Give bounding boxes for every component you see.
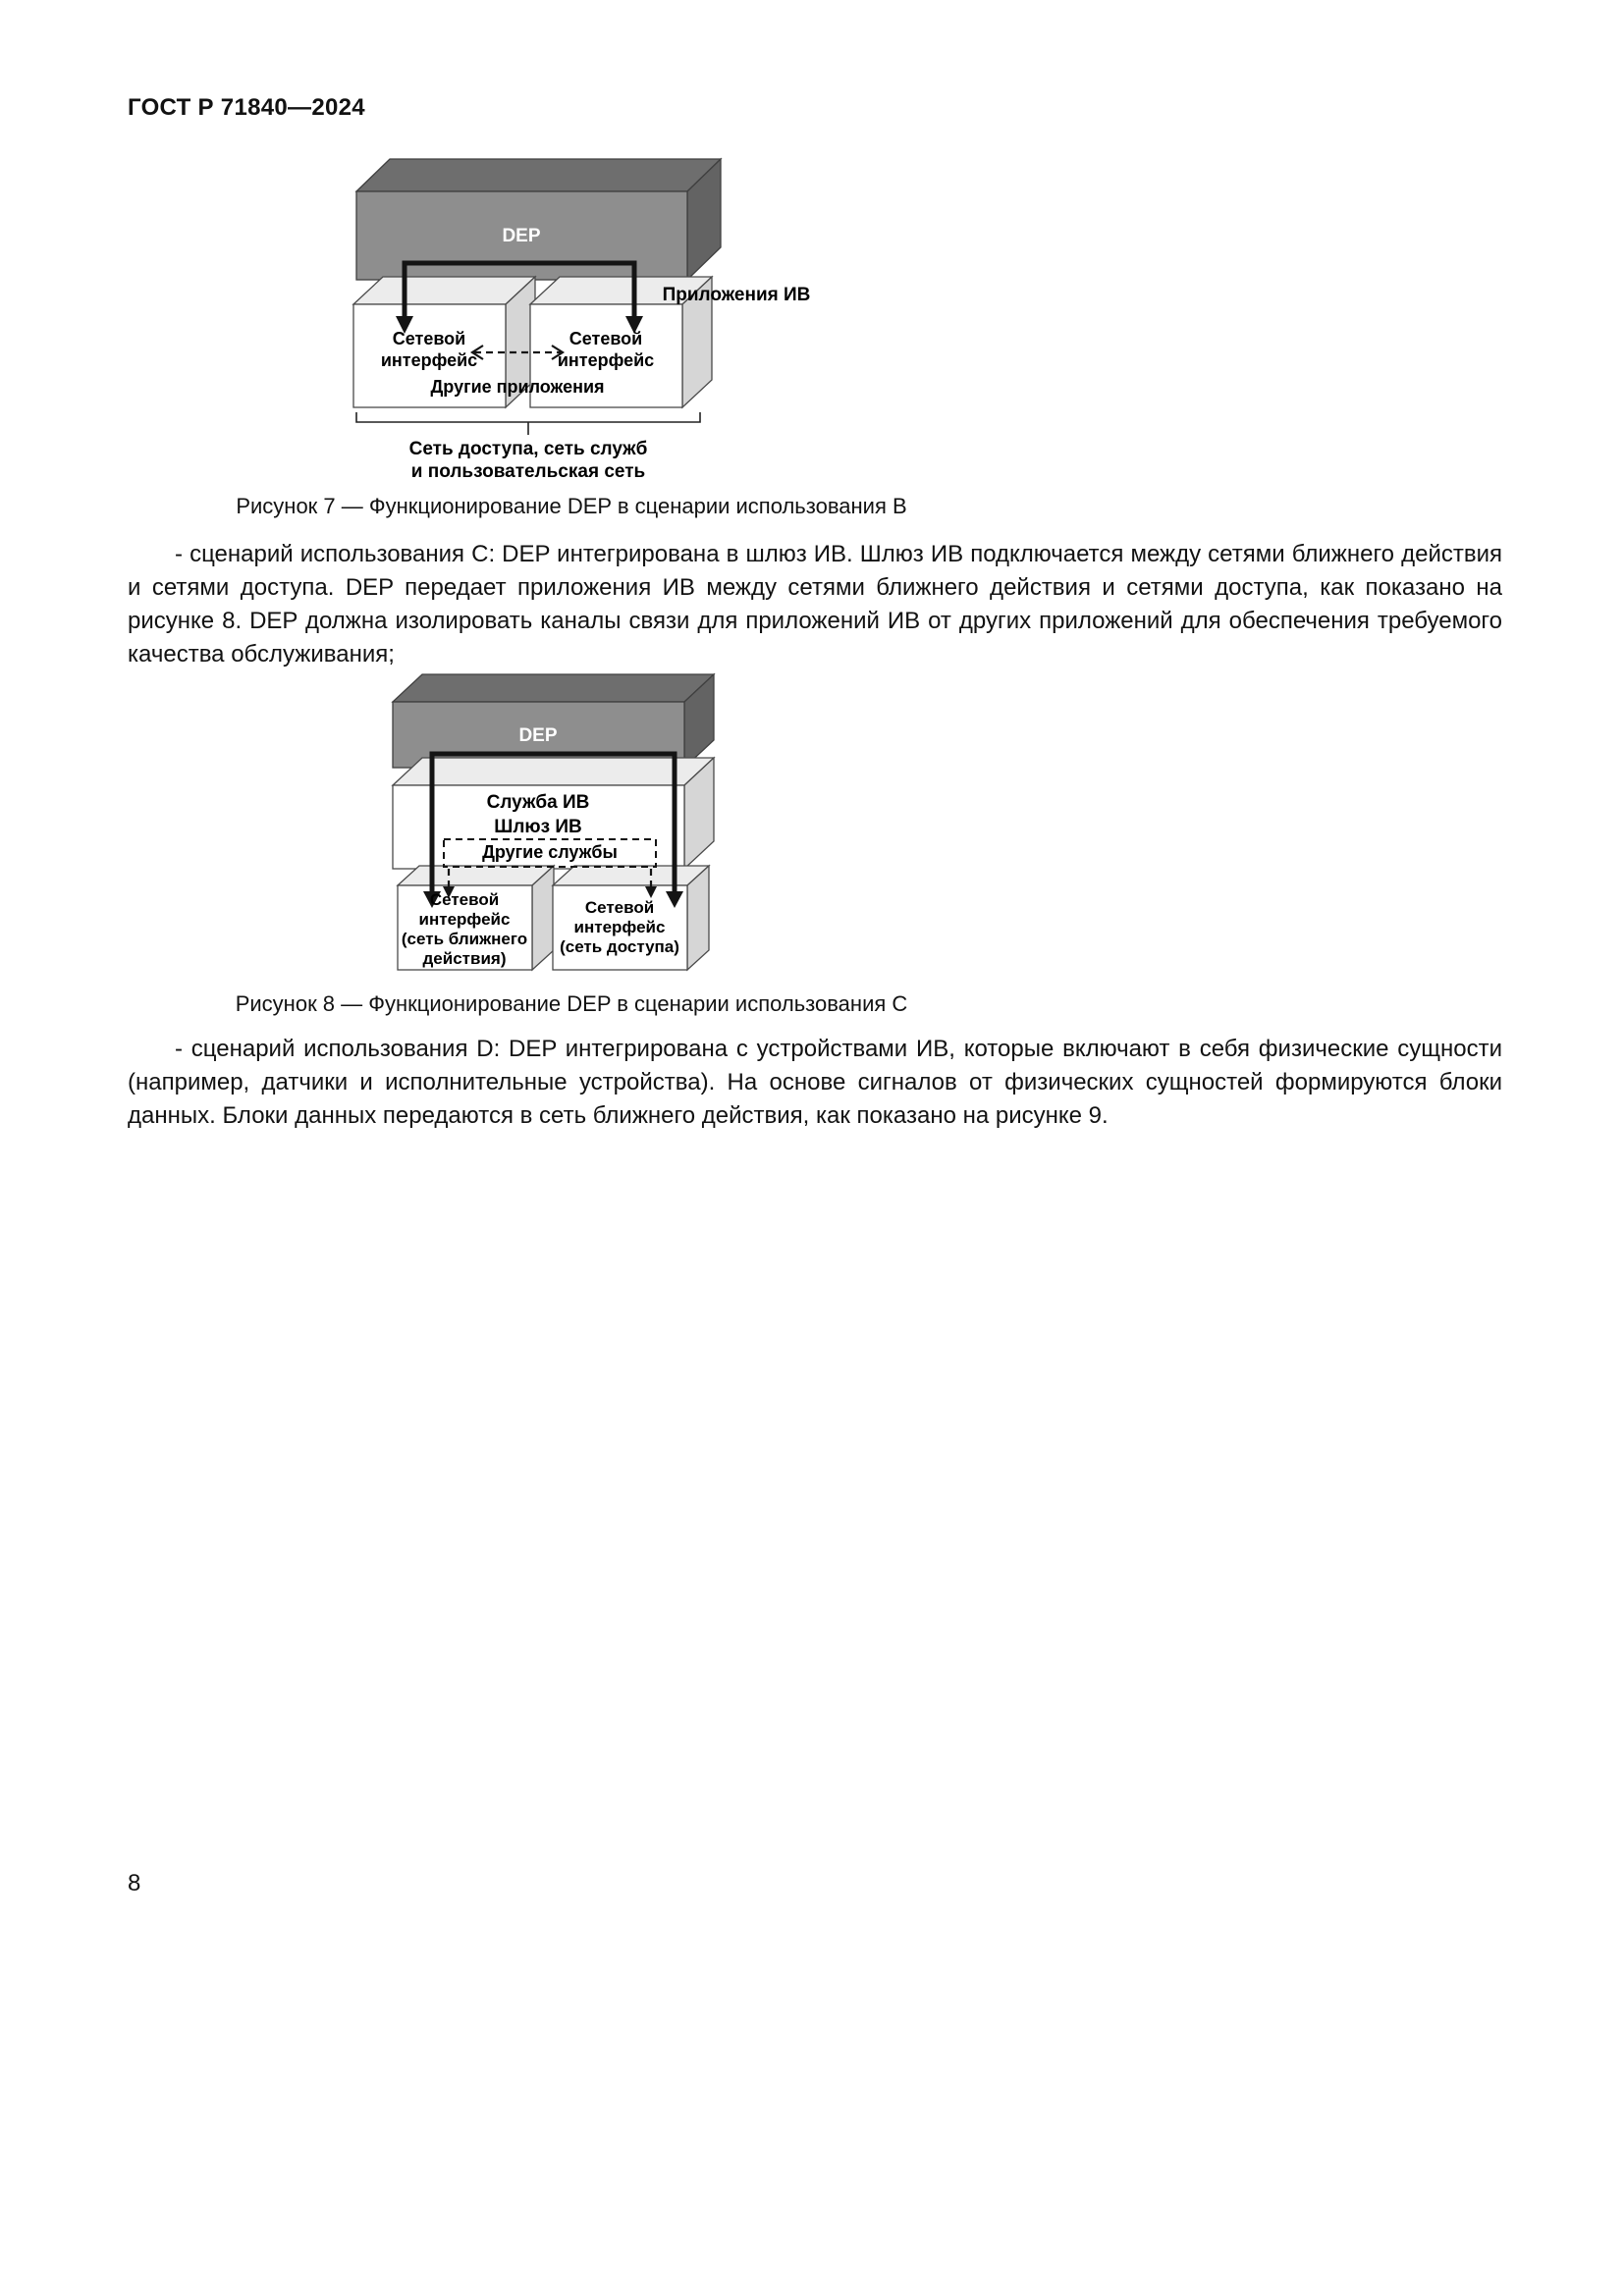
- fig8-right-interface-label-line2: интерфейс: [574, 918, 666, 936]
- fig8-network-interface-box-left: [396, 864, 556, 972]
- fig7-arrowhead-left: [396, 316, 413, 334]
- gost-standard-number: ГОСТ Р 71840—2024: [128, 94, 365, 121]
- fig7-chevron-left: [469, 345, 484, 360]
- figure-8-caption: Рисунок 8 — Функционирование DEP в сцена…: [235, 991, 908, 1016]
- fig7-network-interface-box-right: [528, 275, 714, 409]
- fig8-dashed-arrowhead-left: [443, 886, 455, 898]
- fig8-gateway-box: [391, 756, 716, 871]
- fig8-left-interface-label-line3: (сеть ближнего: [402, 930, 527, 948]
- fig8-dep-top-face: [391, 673, 716, 703]
- fig8-iot-gateway-label: Шлюз ИВ: [494, 817, 582, 837]
- fig8-arrowhead-right: [666, 891, 683, 908]
- fig7-left-interface-label-line1: Сетевой: [393, 329, 466, 348]
- fig7-chevron-right: [551, 345, 566, 360]
- fig7-interface-exchange-dashed-arrow: [469, 345, 566, 360]
- fig7-networks-label-line1: Сеть доступа, сеть служб: [409, 439, 648, 459]
- fig8-right-slab-front-face: [552, 884, 688, 971]
- fig8-right-interface-label-line3: (сеть доступа): [560, 937, 679, 956]
- paragraph-scenario-c: - сценарий использования C: DEP интегрир…: [128, 541, 1502, 667]
- fig7-dep-label: DEP: [502, 226, 540, 246]
- fig8-left-interface-label-line4: действия): [423, 949, 507, 968]
- paragraph-scenario-d: - сценарий использования D: DEP интегрир…: [128, 1036, 1502, 1129]
- fig8-iot-service-label: Служба ИВ: [487, 792, 590, 813]
- fig7-right-interface-label-line1: Сетевой: [569, 329, 643, 348]
- fig8-network-interface-box-right: [551, 864, 711, 972]
- fig7-iot-applications-label: Приложения ИВ: [663, 285, 811, 305]
- fig8-arrowhead-left: [423, 891, 441, 908]
- fig8-gateway-front-face: [392, 784, 685, 870]
- figure-7-caption: Рисунок 7 — Функционирование DEP в сцена…: [236, 494, 907, 518]
- fig8-dep-label: DEP: [518, 725, 557, 746]
- fig7-brace-line: [355, 412, 701, 423]
- fig8-dep-box: [391, 672, 716, 770]
- fig8-other-services-label: Другие службы: [482, 842, 618, 862]
- fig7-networks-brace: [355, 412, 701, 435]
- fig8-dep-to-interfaces-arrow: [423, 751, 683, 908]
- fig8-left-interface-label-line2: интерфейс: [419, 910, 511, 929]
- fig7-left-interface-label-line2: интерфейс: [381, 350, 477, 370]
- fig8-arrow-path: [429, 751, 677, 893]
- fig7-right-interface-label-line2: интерфейс: [558, 350, 654, 370]
- fig7-arrowhead-right: [625, 316, 643, 334]
- figure-7-diagram: DEP Сетевой интерфейс Сетевой интерфейс …: [352, 157, 811, 482]
- fig8-left-slab-top-face: [396, 865, 556, 886]
- fig8-dep-front-face: [392, 701, 685, 769]
- figure-8-diagram: DEP Служба ИВ Шлюз ИВ Другие службы Сете…: [391, 672, 716, 972]
- fig7-dep-to-interfaces-arrow: [396, 260, 643, 334]
- fig8-gateway-top-face: [391, 757, 716, 786]
- fig8-other-services-dashed-box: [443, 838, 657, 898]
- fig8-dashed-arrowhead-right: [645, 886, 657, 898]
- fig7-networks-label-line2: и пользовательская сеть: [411, 461, 645, 482]
- fig8-left-interface-label-line1: Сетевой: [430, 890, 499, 909]
- fig7-left-slab-top-face: [352, 276, 537, 305]
- fig7-other-applications-label: Другие приложения: [430, 377, 604, 397]
- fig7-left-slab-front-face: [352, 303, 507, 408]
- page-number: 8: [128, 1870, 141, 1896]
- fig8-dashed-rect: [443, 838, 657, 868]
- fig8-left-slab-front-face: [397, 884, 533, 971]
- fig7-dep-top-face: [354, 158, 723, 192]
- fig7-network-interface-box-left: [352, 275, 537, 409]
- fig8-right-slab-top-face: [551, 865, 711, 886]
- fig7-arrow-path: [402, 260, 637, 318]
- fig8-right-interface-label-line1: Сетевой: [585, 898, 654, 917]
